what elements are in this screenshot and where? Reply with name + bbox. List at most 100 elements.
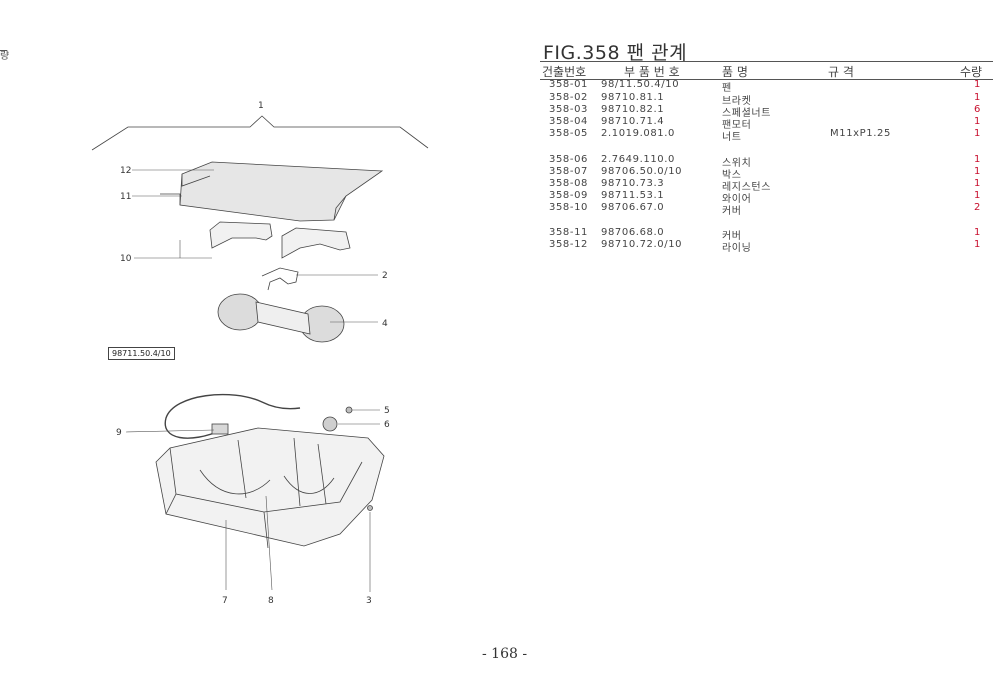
- callout-4: 4: [382, 319, 388, 329]
- row-name: 박스: [722, 170, 742, 181]
- table-row: 358-03 98710.82.1 스페셜너트 6: [549, 104, 989, 119]
- row-qty: 1: [974, 128, 981, 139]
- header-spec: 규 격: [828, 65, 854, 79]
- wire-harness: [164, 393, 301, 439]
- row-name: 스페셜너트: [722, 108, 771, 119]
- figure-reference-code: 98711.50.4/10: [108, 347, 175, 360]
- callout-9: 9: [116, 428, 122, 438]
- row-qty: 1: [974, 239, 981, 250]
- header-part-no: 부 품 번 호: [624, 65, 680, 79]
- row-item-no: 358-10: [549, 202, 589, 213]
- callout-6: 6: [384, 420, 390, 430]
- row-spec: M11xP1.25: [830, 128, 891, 139]
- callout-10: 10: [120, 254, 132, 264]
- row-item-no: 358-02: [549, 92, 589, 103]
- table-row: 358-11 98706.68.0 커버 1: [549, 227, 989, 242]
- row-item-no: 358-08: [549, 178, 589, 189]
- row-qty: 6: [974, 104, 981, 115]
- row-name: 와이어: [722, 194, 752, 205]
- row-part-no: 2.1019.081.0: [601, 128, 675, 139]
- table-row: 358-02 98710.81.1 브라켓 1: [549, 92, 989, 107]
- callout-3: 3: [366, 596, 372, 606]
- row-part-no: 2.7649.110.0: [601, 154, 675, 165]
- table-row: 358-07 98706.50.0/10 박스 1: [549, 166, 989, 181]
- row-qty: 1: [974, 154, 981, 165]
- switch-knob: [322, 416, 338, 432]
- row-item-no: 358-05: [549, 128, 589, 139]
- row-item-no: 358-07: [549, 166, 589, 177]
- row-name: 브라켓: [722, 96, 752, 107]
- box-inner-wall: [237, 437, 327, 507]
- callout-5: 5: [384, 406, 390, 416]
- header-qty: 수량: [960, 65, 983, 79]
- row-part-no: 98710.73.3: [601, 178, 665, 189]
- margin-mark-text: 량: [0, 51, 10, 62]
- row-part-no: 98710.71.4: [601, 116, 665, 127]
- row-qty: 1: [974, 178, 981, 189]
- callout-12: 12: [120, 166, 131, 176]
- row-qty: 1: [974, 190, 981, 201]
- row-item-no: 358-01: [549, 79, 589, 90]
- callout-2: 2: [382, 271, 388, 281]
- margin-mark: 량: [0, 50, 9, 62]
- row-item-no: 358-12: [549, 239, 589, 250]
- page-number: - 168 -: [482, 646, 528, 662]
- nut: [345, 406, 353, 414]
- row-name: 커버: [722, 206, 742, 217]
- table-row: 358-04 98710.71.4 팬모터 1: [549, 116, 989, 131]
- row-qty: 2: [974, 202, 981, 213]
- margin-rule: [0, 50, 7, 51]
- fan-bracket: [261, 267, 299, 291]
- callout-7: 7: [222, 596, 228, 606]
- figure-title: FIG.358 팬 관계: [543, 42, 688, 64]
- row-name: 펜: [722, 83, 732, 94]
- row-part-no: 98710.82.1: [601, 104, 665, 115]
- cover-right: [281, 227, 351, 259]
- row-qty: 1: [974, 92, 981, 103]
- fastener: [367, 505, 373, 511]
- row-name: 스위치: [722, 158, 752, 169]
- row-part-no: 98710.72.0/10: [601, 239, 683, 250]
- table-header: 건출번호 부 품 번 호 품 명 규 격 수량: [540, 61, 993, 80]
- row-item-no: 358-03: [549, 104, 589, 115]
- table-row: 358-05 2.1019.081.0 너트 M11xP1.25 1: [549, 128, 989, 143]
- table-row: 358-09 98711.53.1 와이어 1: [549, 190, 989, 205]
- row-part-no: 98706.68.0: [601, 227, 665, 238]
- filter-panel: [179, 161, 384, 222]
- table-row: 358-01 98/11.50.4/10 펜 1: [549, 79, 989, 94]
- row-name: 너트: [722, 132, 742, 143]
- exploded-diagram: 1 12 11 10 2 4 5 6 9 7 8 3: [91, 101, 429, 606]
- row-item-no: 358-04: [549, 116, 589, 127]
- resistance-block: [211, 423, 229, 435]
- table-row: 358-06 2.7649.110.0 스위치 1: [549, 154, 989, 169]
- cover-left: [209, 221, 273, 249]
- row-part-no: 98706.50.0/10: [601, 166, 683, 177]
- blower-wheel-left: [217, 293, 263, 331]
- callout-1: 1: [258, 101, 264, 111]
- header-name: 품 명: [722, 65, 748, 79]
- row-qty: 1: [974, 116, 981, 127]
- row-qty: 1: [974, 227, 981, 238]
- row-item-no: 358-09: [549, 190, 589, 201]
- row-name: 레지스턴스: [722, 182, 771, 193]
- row-item-no: 358-11: [549, 227, 589, 238]
- row-qty: 1: [974, 166, 981, 177]
- callout-8: 8: [268, 596, 274, 606]
- row-part-no: 98710.81.1: [601, 92, 665, 103]
- table-row: 358-12 98710.72.0/10 라이닝 1: [549, 239, 989, 254]
- row-part-no: 98/11.50.4/10: [601, 79, 680, 90]
- row-name: 팬모터: [722, 120, 752, 131]
- fan-motor: [255, 301, 311, 335]
- row-item-no: 358-06: [549, 154, 589, 165]
- row-part-no: 98711.53.1: [601, 190, 665, 201]
- row-name: 커버: [722, 231, 742, 242]
- row-qty: 1: [974, 79, 981, 90]
- callout-11: 11: [120, 192, 131, 202]
- header-item-no: 건출번호: [542, 65, 587, 79]
- assembly-bracket: [91, 115, 429, 151]
- row-name: 라이닝: [722, 243, 752, 254]
- row-part-no: 98706.67.0: [601, 202, 665, 213]
- box-housing: [155, 427, 385, 547]
- table-row: 358-10 98706.67.0 커버 2: [549, 202, 989, 217]
- table-row: 358-08 98710.73.3 레지스턴스 1: [549, 178, 989, 193]
